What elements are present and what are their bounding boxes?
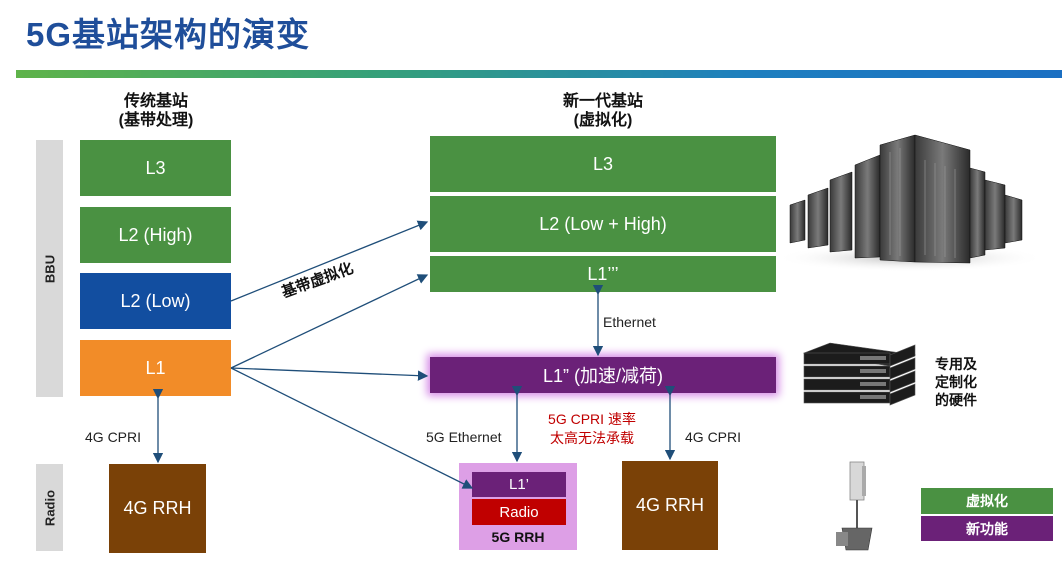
left-l2-low-box: L2 (Low) [80, 273, 231, 329]
right-4g-rrh-box: 4G RRH [622, 461, 718, 550]
5g-rrh-radio-box: Radio [472, 499, 566, 525]
right-l3-label: L3 [592, 153, 614, 174]
left-l3-box: L3 [80, 140, 231, 196]
arrow-l1-to-l1triple [230, 274, 429, 369]
cpri-note-line2: 太高无法承载 [550, 430, 634, 446]
hardware-note: 专用及 定制化 的硬件 [935, 355, 977, 409]
accel-label: L1” (加速/减荷) [542, 366, 663, 386]
right-header-line2: (虚拟化) [573, 112, 633, 129]
5g-rrh-label: 5G RRH [491, 529, 545, 545]
left-l1-box: L1 [80, 340, 231, 396]
5g-rrh-container: L1’ Radio 5G RRH [459, 463, 577, 550]
right-l2-box: L2 (Low + High) [430, 196, 776, 252]
left-l2-low-label: L2 (Low) [120, 290, 191, 311]
5g-ethernet-label: 5G Ethernet [426, 429, 502, 445]
5g-rrh-radio-label: Radio [499, 503, 539, 521]
left-4g-rrh-label: 4G RRH [123, 498, 192, 518]
legend-virtualization: 虚拟化 [921, 488, 1053, 514]
right-4g-rrh-label: 4G RRH [635, 495, 704, 515]
ethernet-label: Ethernet [603, 314, 656, 330]
title-underline-bar [16, 70, 1062, 78]
antenna-illustration [836, 461, 873, 551]
left-l3-label: L3 [145, 157, 166, 178]
legend-new-function-label: 新功能 [966, 520, 1008, 537]
left-4g-rrh-box: 4G RRH [109, 464, 206, 553]
left-cpri-label: 4G CPRI [85, 429, 142, 445]
hardware-note-line2: 定制化 [935, 374, 977, 390]
cpri-note-line1: 5G CPRI 速率 [548, 411, 636, 427]
right-l2-label: L2 (Low + High) [539, 213, 667, 234]
legend-new-function: 新功能 [921, 516, 1053, 541]
left-header-line2: (基带处理) [118, 112, 194, 129]
hardware-note-line3: 的硬件 [935, 392, 977, 408]
right-header-line1: 新一代基站 [562, 93, 643, 110]
arrows [152, 220, 676, 489]
5g-rrh-l1-box: L1’ [472, 472, 566, 497]
right-header: 新一代基站 (虚拟化) [543, 92, 663, 130]
server-room-illustration [775, 134, 1045, 272]
page-title: 5G基站架构的演变 [26, 16, 311, 53]
left-header: 传统基站 (基带处理) [96, 92, 216, 130]
left-l2-high-label: L2 (High) [118, 224, 193, 245]
legend-virtualization-label: 虚拟化 [966, 493, 1008, 509]
arrow-l1-to-accel [230, 367, 429, 381]
right-cpri-label: 4G CPRI [685, 429, 742, 445]
right-l3-box: L3 [430, 136, 776, 192]
left-l1-label: L1 [145, 357, 166, 378]
bbu-sidebar: BBU [36, 140, 63, 397]
arrow-l1-to-5g-rrh [230, 367, 474, 489]
accel-box: L1” (加速/减荷) [430, 357, 776, 393]
right-l1-triple-label: L1’’’ [587, 263, 619, 284]
5g-rrh-l1-label: L1’ [508, 476, 530, 493]
left-header-line1: 传统基站 [123, 93, 188, 110]
left-l2-high-box: L2 (High) [80, 207, 231, 263]
radio-sidebar: Radio [36, 464, 63, 551]
cpri-note: 5G CPRI 速率 太高无法承载 [544, 410, 640, 448]
rack-hardware-illustration [802, 342, 917, 406]
hardware-note-line1: 专用及 [935, 356, 977, 372]
arrow-l2low-to-right [230, 220, 429, 302]
